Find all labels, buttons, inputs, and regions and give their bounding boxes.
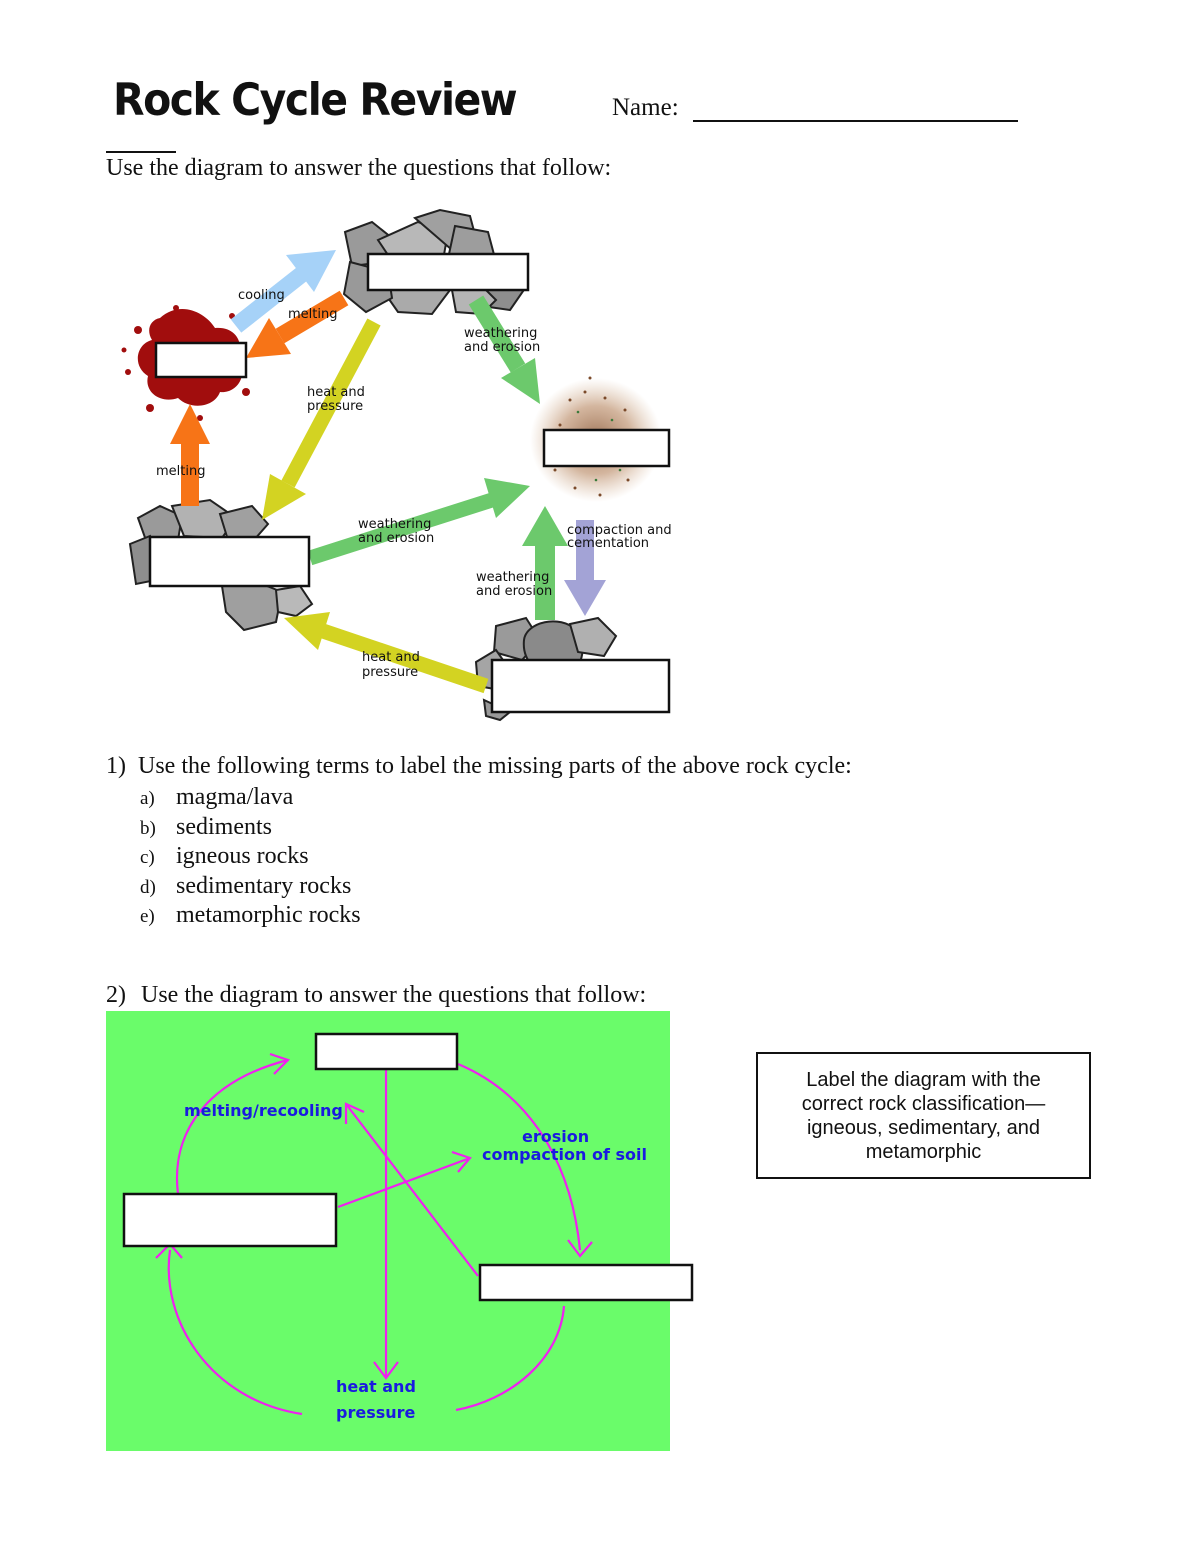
label-heat-bottom-2: pressure [362, 665, 418, 680]
label-heat-and: heat and [336, 1377, 416, 1396]
name-line-continuation [106, 151, 176, 153]
rock-pile-left [128, 498, 314, 632]
question-2-number: 2) [106, 982, 126, 1008]
label-weathering-low-1: weathering [476, 570, 549, 585]
question-1-options: a) magma/lava b) sediments c) igneous rocks… [140, 783, 361, 931]
arrow-heat-pressure-bottom [284, 612, 489, 694]
arrow-cooling [230, 250, 336, 333]
label-heat-left-2: pressure [307, 399, 363, 414]
question-2-text: Use the diagram to answer the questions … [141, 982, 647, 1008]
option-text: metamorphic rocks [176, 902, 361, 928]
question-1: 1) Use the following terms to label the m… [106, 753, 852, 780]
arrow-heat-pressure-left [262, 318, 381, 520]
label-melting-top: melting [288, 307, 337, 322]
option-text: igneous rocks [176, 843, 309, 869]
cross-arrow-left [345, 1103, 479, 1277]
arrow-compaction [564, 520, 606, 616]
label-weathering-top-1: weathering [464, 326, 537, 341]
label-weathering-low-2: and erosion [476, 584, 552, 599]
option-item: c) igneous rocks [140, 842, 361, 872]
arrow-weathering-mid [307, 478, 530, 566]
arc-top-left-head [269, 1052, 291, 1075]
option-letter: c) [140, 847, 155, 868]
option-letter: a) [140, 788, 155, 809]
arc-top-right-head [567, 1239, 593, 1258]
worksheet-title: Rock Cycle Review [113, 74, 518, 126]
label-compaction-2: cementation [567, 536, 649, 551]
answer-box-bottom[interactable] [490, 658, 671, 714]
label-weathering-mid-1: weathering [358, 517, 431, 532]
option-letter: b) [140, 817, 156, 839]
answer-box-magma[interactable] [154, 341, 248, 379]
instruction-line: metamorphic [865, 1141, 982, 1163]
label-heat-bottom-1: heat and [362, 650, 420, 665]
option-text: sedimentary rocks [176, 872, 352, 899]
option-item: e) metamorphic rocks [140, 901, 361, 931]
label-heat-left-1: heat and [307, 385, 365, 400]
question-2: 2) Use the diagram to answer the question… [106, 982, 646, 1009]
arrow-weathering-low [522, 506, 568, 620]
label-compaction-soil: compaction of soil [482, 1145, 647, 1164]
instruction-line: igneous, sedimentary, and [806, 1117, 1041, 1139]
option-letter: e) [140, 906, 155, 927]
answer-box-left[interactable] [148, 535, 311, 588]
answer-box-left-2[interactable] [122, 1192, 338, 1248]
label-cooling: cooling [238, 288, 285, 303]
option-item: d) sedimentary rocks [140, 872, 361, 902]
cross-arrow-right-head [451, 1150, 472, 1173]
instruction-box: Label the diagram with the correct rock … [756, 1052, 1091, 1179]
option-letter: d) [140, 876, 156, 898]
arc-top-left [175, 1058, 289, 1195]
question-1-text: Use the following terms to label the mis… [138, 753, 852, 779]
cross-arrow-left-head [344, 1102, 365, 1124]
cross-arrow-right [337, 1156, 471, 1209]
label-melting-left: melting [156, 464, 205, 479]
instruction-line: correct rock classification— [801, 1093, 1046, 1115]
instruction-line: Label the diagram with the [806, 1069, 1041, 1091]
arc-bottom-right [455, 1305, 566, 1412]
arrow-melting-top [246, 290, 349, 358]
label-weathering-top-2: and erosion [464, 340, 540, 355]
answer-box-top[interactable] [366, 252, 530, 292]
intro-text: Use the diagram to answer the questions … [106, 155, 612, 181]
label-erosion: erosion [522, 1127, 589, 1146]
answer-box-top-2[interactable] [314, 1032, 459, 1071]
answer-box-right-2[interactable] [478, 1263, 694, 1302]
rock-cycle-diagram: cooling melting weathering and erosion h… [121, 208, 672, 722]
option-item: b) sediments [140, 813, 361, 843]
question-1-number: 1) [106, 753, 126, 779]
label-melting-recooling: melting/recooling [184, 1101, 343, 1120]
option-text: sediments [176, 813, 272, 840]
arc-top-right [457, 1062, 582, 1251]
label-pressure: pressure [336, 1403, 416, 1422]
arrow-weathering-top [468, 295, 540, 404]
vertical-arrow-head [373, 1361, 399, 1380]
label-weathering-mid-2: and erosion [358, 531, 434, 546]
option-item: a) magma/lava [140, 783, 361, 813]
arc-bottom-left [167, 1249, 303, 1416]
answer-box-sediments[interactable] [542, 428, 671, 468]
name-label: Name: [612, 94, 679, 121]
label-compaction-1: compaction and [567, 523, 672, 538]
name-answer-line[interactable] [693, 120, 1018, 122]
option-text: magma/lava [176, 784, 294, 810]
arrow-melting-left [170, 404, 210, 506]
